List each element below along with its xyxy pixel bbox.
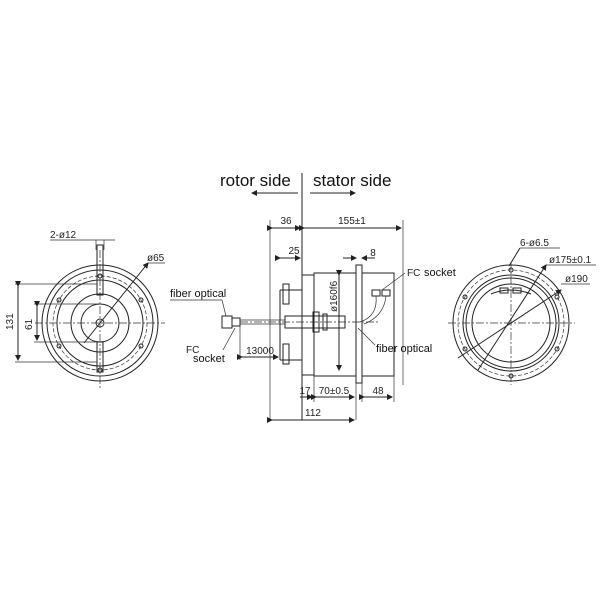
right-diameter-190: ø190 (565, 274, 588, 285)
left-height-131: 131 (5, 313, 16, 330)
label-fiber-optical-left: fiber optical (170, 288, 226, 300)
dim-112: 112 (305, 408, 321, 419)
left-end-view: ø65 2-ø12 131 61 (5, 230, 165, 390)
dim-48: 48 (372, 386, 384, 397)
left-height-61: 61 (24, 318, 35, 330)
right-diameter-175: ø175±0.1 (549, 255, 592, 266)
left-diameter-65: ø65 (147, 253, 165, 264)
label-fc-right: FC (407, 268, 420, 279)
left-hole-spec: 2-ø12 (50, 230, 77, 241)
right-end-view: 6-ø6.5 ø175±0.1 ø190 (448, 238, 596, 385)
side-labels: rotor side stator side (220, 171, 391, 420)
dim-70: 70±0.5 (319, 386, 350, 397)
label-fiber-optical-right: fiber optical (376, 343, 432, 355)
dim-13000: 13000 (246, 346, 274, 357)
right-hole-spec: 6-ø6.5 (520, 238, 549, 249)
dim-36: 36 (280, 216, 292, 227)
label-fc-left: FC (186, 345, 199, 356)
label-socket-left: socket (193, 353, 225, 365)
dim-17: 17 (299, 386, 311, 397)
dim-160: ø160f6 (329, 280, 340, 312)
dim-25: 25 (288, 246, 300, 257)
rotor-side-label: rotor side (220, 171, 291, 190)
side-view: 36 155±1 25 8 ø160f6 13000 17 70±0.5 48 … (170, 216, 456, 423)
label-socket-right: socket (424, 267, 456, 279)
dim-155: 155±1 (338, 216, 366, 227)
stator-side-label: stator side (313, 171, 391, 190)
dim-8: 8 (370, 248, 376, 259)
